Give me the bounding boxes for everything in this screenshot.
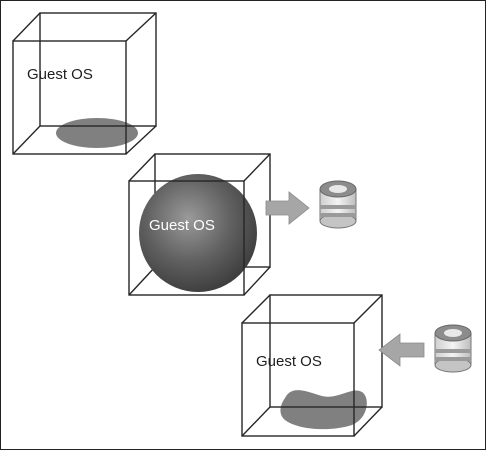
- guest-os-label-3: Guest OS: [256, 353, 322, 370]
- guest-os-box-1: Guest OS: [12, 12, 157, 155]
- sphere-shape: [139, 174, 257, 292]
- database-icon: [319, 180, 357, 229]
- guest-os-box-3: Guest OS: [241, 294, 383, 437]
- guest-os-label-2: Guest OS: [149, 217, 215, 234]
- arrow-right-icon: [265, 191, 310, 225]
- guest-os-label-1: Guest OS: [27, 66, 93, 83]
- guest-os-box-2: Guest OS: [128, 153, 271, 296]
- database-icon: [434, 324, 472, 373]
- arrow-left-icon: [378, 333, 425, 367]
- deformed-blob-shape: [280, 390, 367, 430]
